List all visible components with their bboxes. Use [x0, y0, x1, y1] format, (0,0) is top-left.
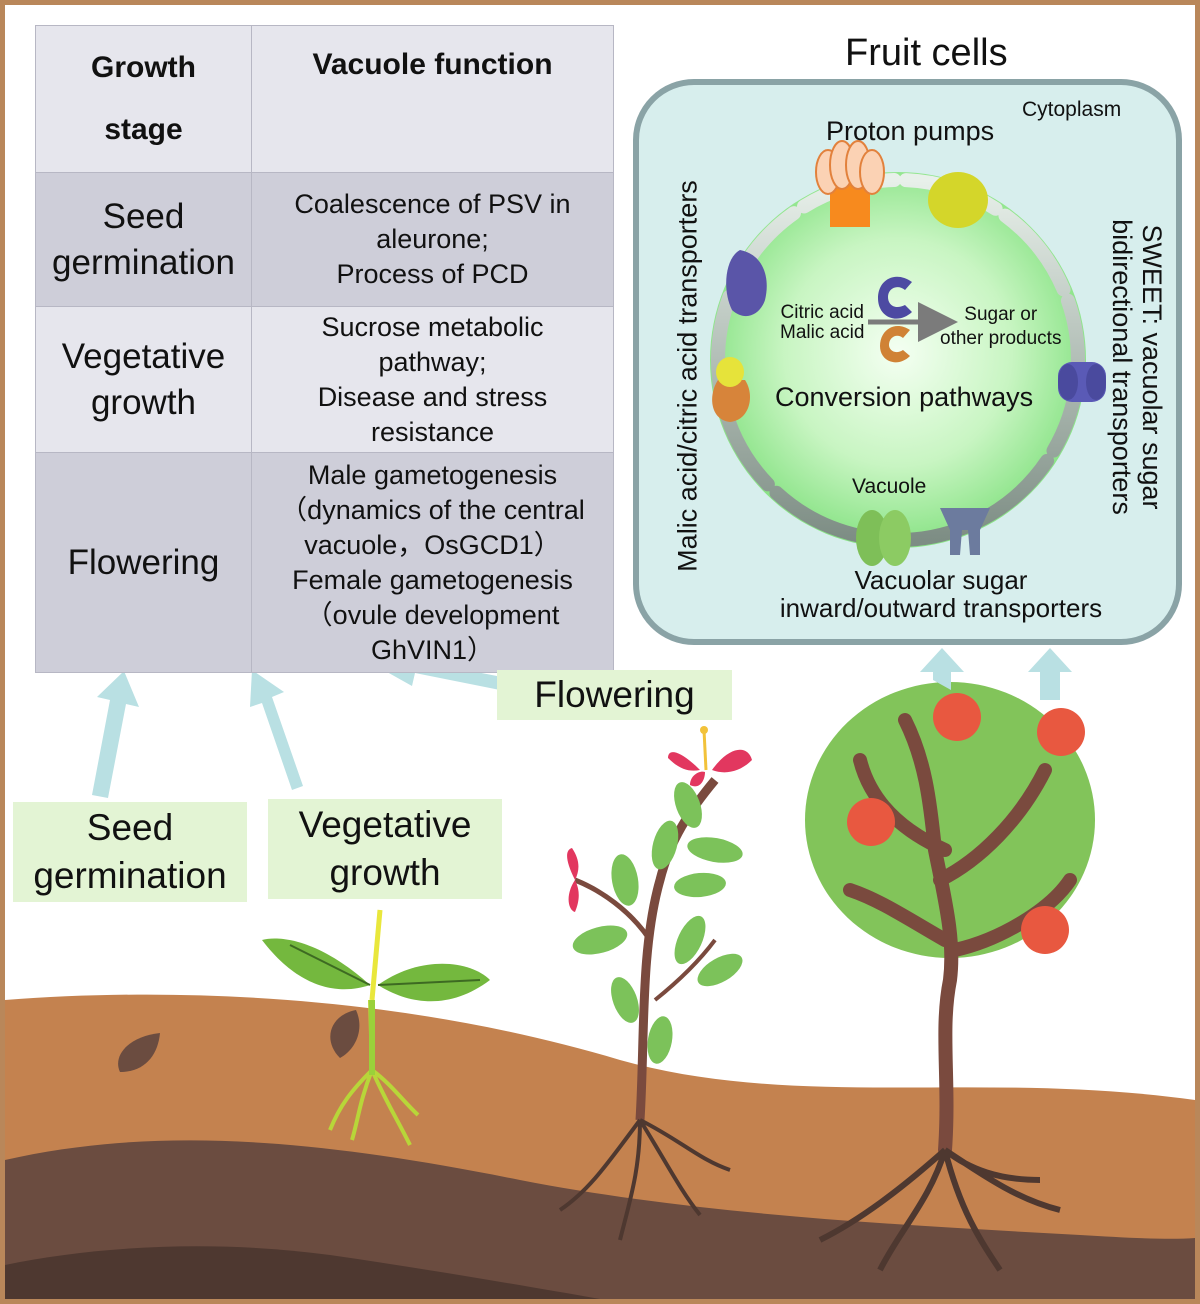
acid-transporter-icon: [726, 250, 767, 317]
enzyme-orange-icon: [880, 325, 910, 363]
stage-cell: Flowering: [35, 452, 252, 673]
sugar-transporter-2-icon: [940, 508, 990, 555]
fruit-tree-icon: [805, 682, 1095, 1272]
header-vacuole-function: Vacuole function: [251, 25, 614, 173]
flowering-plant-icon: [558, 726, 752, 1241]
cytoplasm-label: Cytoplasm: [1022, 98, 1122, 121]
acid-transporter-2-icon: [712, 357, 750, 422]
arrow-fruit-1: [920, 648, 964, 690]
seedling-icon: [262, 909, 490, 1146]
enzyme-purple-icon: [878, 276, 912, 319]
arrow-vegetative: [250, 670, 303, 790]
arrow-fruit-2: [1028, 648, 1072, 700]
acid-transporters-label: Malic acid/citric acid transporters: [672, 180, 703, 572]
proton-pump-2-icon: [928, 172, 988, 228]
soil-bottom-layer: [5, 1246, 600, 1299]
flowering-stage-label: Flowering: [497, 670, 732, 720]
sugar-transporter-icon: [856, 510, 911, 566]
vacuole-label: Vacuole: [852, 475, 927, 498]
table-row: Flowering Male gametogenesis（dynamics of…: [35, 452, 614, 673]
proton-pumps-label: Proton pumps: [826, 116, 995, 146]
proton-pump-icon: [815, 140, 885, 227]
sweet-transporter-icon: [1058, 362, 1106, 402]
conversion-pathways-label: Conversion pathways: [775, 382, 1034, 412]
seed-icon: [118, 1033, 160, 1072]
function-cell: Male gametogenesis（dynamics of the centr…: [251, 452, 614, 673]
fruit-cells-title: Fruit cells: [845, 32, 1008, 74]
arrow-seed: [92, 671, 139, 798]
